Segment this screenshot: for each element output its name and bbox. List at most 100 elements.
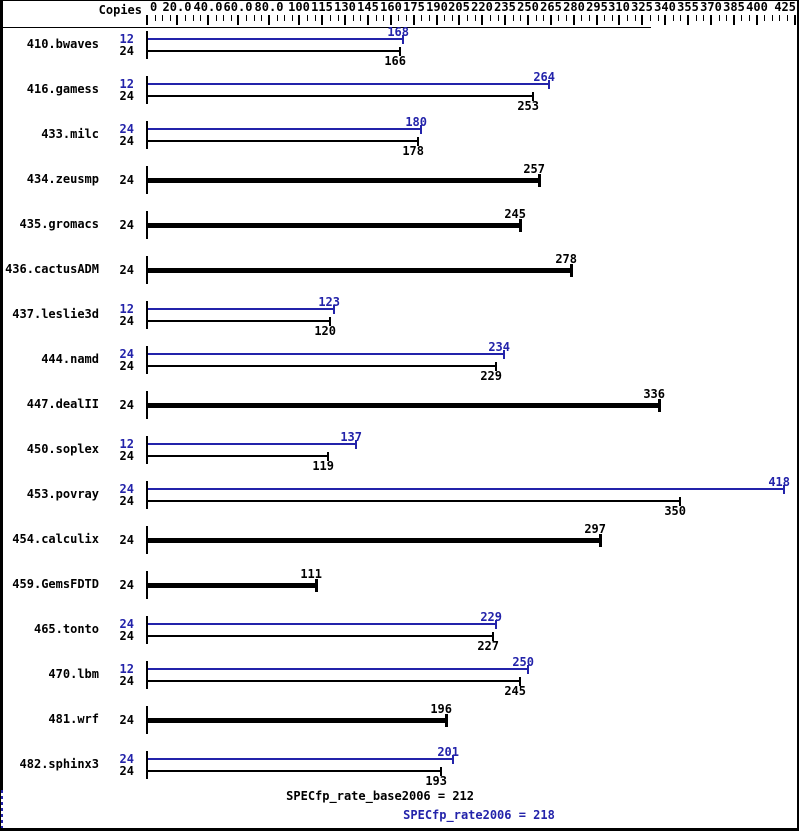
peak-bar-end-tick: [402, 35, 404, 44]
base-bar: [148, 680, 520, 682]
peak-value-label: 123: [318, 295, 340, 309]
axis-minor-tick: [589, 15, 590, 21]
axis-tick-label: 115: [311, 0, 333, 14]
group-axis-segment: [146, 391, 148, 419]
peak-value-label: 180: [405, 115, 427, 129]
peak-value-label: 137: [340, 430, 362, 444]
axis-minor-tick: [353, 15, 354, 21]
axis-major-tick: [458, 15, 460, 25]
copies-label: 24: [119, 617, 134, 631]
base-bar: [148, 770, 441, 772]
base-value-label: 178: [402, 144, 424, 158]
axis-tick-label: 265: [540, 0, 562, 14]
axis-minor-tick: [421, 15, 422, 21]
base-value-label: 253: [517, 99, 539, 113]
basepeak-bar: [148, 268, 571, 273]
copies-label: 24: [119, 359, 134, 373]
axis-minor-tick: [155, 15, 156, 21]
axis-minor-tick: [558, 15, 559, 21]
axis-major-tick: [390, 15, 392, 25]
base-bar-end-tick: [495, 362, 497, 371]
base-bar: [148, 140, 418, 142]
axis-minor-tick: [726, 15, 727, 21]
group-axis-segment: [146, 436, 148, 464]
copies-label: 24: [119, 449, 134, 463]
axis-tick-label: 425: [774, 0, 796, 14]
benchmark-name: 482.sphinx3: [19, 757, 99, 771]
copies-label: 24: [119, 398, 134, 412]
axis-minor-tick: [254, 15, 255, 21]
axis-major-tick: [237, 15, 239, 25]
group-axis-segment: [146, 706, 148, 734]
copies-label: 12: [119, 77, 134, 91]
peak-value-label: 234: [488, 340, 510, 354]
benchmark-name: 481.wrf: [48, 712, 99, 726]
axis-minor-tick: [193, 15, 194, 21]
axis-minor-tick: [749, 15, 750, 21]
peak-bar: [148, 668, 528, 670]
peak-bar: [148, 758, 453, 760]
basepeak-bar: [148, 403, 659, 408]
group-axis-segment: [146, 31, 148, 59]
axis-tick-label: 340: [654, 0, 676, 14]
axis-minor-tick: [536, 15, 537, 21]
axis-tick-label: 20.0: [162, 0, 192, 14]
basepeak-bar-end-tick: [599, 534, 602, 547]
axis-minor-tick: [635, 15, 636, 21]
peak-value-label: 250: [512, 655, 534, 669]
peak-reference-line: [1, 790, 3, 828]
base-bar-end-tick: [440, 767, 442, 776]
axis-tick-label: 400: [746, 0, 768, 14]
reference-lines: [1, 28, 797, 828]
axis-tick-label: 160: [380, 0, 402, 14]
axis-minor-tick: [200, 15, 201, 21]
axis-minor-tick: [658, 15, 659, 21]
peak-value-label: 168: [387, 25, 409, 39]
base-bar: [148, 455, 328, 457]
base-value-label: 350: [664, 504, 686, 518]
group-axis-segment: [146, 526, 148, 554]
basepeak-value-label: 196: [430, 702, 452, 716]
base-bar-end-tick: [679, 497, 681, 506]
benchmark-name: 433.milc: [41, 127, 99, 141]
axis-major-tick: [710, 15, 712, 25]
axis-minor-tick: [772, 15, 773, 21]
axis-tick-label: 325: [631, 0, 653, 14]
copies-label: 24: [119, 674, 134, 688]
copies-label: 12: [119, 32, 134, 46]
copies-label: 24: [119, 752, 134, 766]
base-bar-end-tick: [327, 452, 329, 461]
basepeak-value-label: 336: [643, 387, 665, 401]
axis-tick-label: 175: [403, 0, 425, 14]
axis-major-tick: [641, 15, 643, 25]
axis-major-tick: [596, 15, 598, 25]
axis-major-tick: [268, 15, 270, 25]
axis-minor-tick: [338, 15, 339, 21]
axis-minor-tick: [444, 15, 445, 21]
axis-major-tick: [573, 15, 575, 25]
benchmark-name: 434.zeusmp: [26, 172, 99, 186]
axis-major-tick: [146, 15, 148, 25]
base-reference-line: [1, 28, 3, 790]
benchmark-name: 416.gamess: [26, 82, 99, 96]
axis-minor-tick: [604, 15, 605, 21]
axis-major-tick: [321, 15, 323, 25]
base-bar-end-tick: [417, 137, 419, 146]
axis-tick-label: 235: [494, 0, 516, 14]
axis-tick-label: 280: [563, 0, 585, 14]
peak-value-label: 201: [437, 745, 459, 759]
peak-value-label: 229: [480, 610, 502, 624]
peak-bar: [148, 443, 356, 445]
axis-minor-tick: [680, 15, 681, 21]
axis-minor-tick: [452, 15, 453, 21]
benchmark-name: 435.gromacs: [19, 217, 99, 231]
axis-minor-tick: [719, 15, 720, 21]
copies-label: 24: [119, 764, 134, 778]
